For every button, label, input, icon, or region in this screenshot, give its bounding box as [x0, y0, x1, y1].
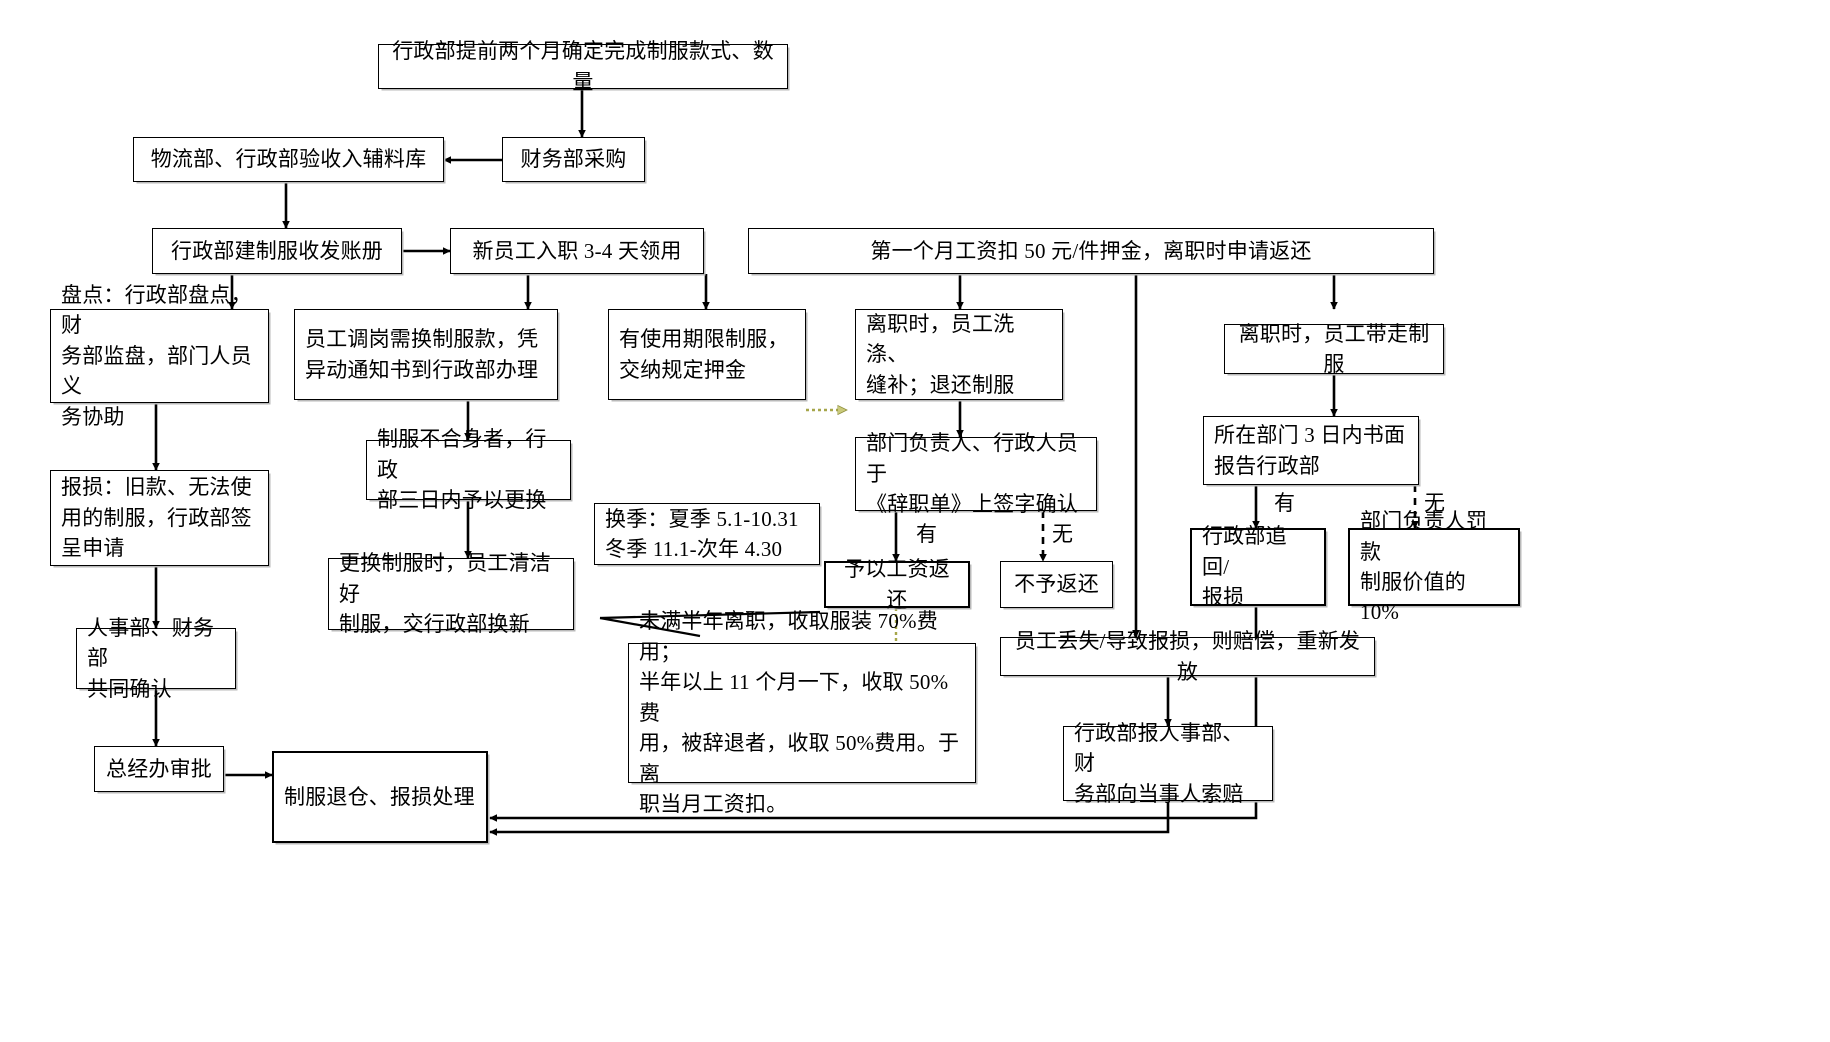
- node-n11[interactable]: 离职时，员工带走制服: [1224, 322, 1444, 376]
- node-n2[interactable]: 财务部采购: [502, 137, 645, 182]
- node-n12[interactable]: 报损：旧款、无法使 用的制服，行政部签 呈申请: [50, 470, 269, 566]
- node-n24[interactable]: 员工丢失/导致报损，则赔偿，重新发放: [1000, 629, 1375, 684]
- node-n18[interactable]: 不予返还: [1000, 561, 1113, 608]
- node-n17-label: 予以工资返还: [844, 557, 950, 612]
- node-n27[interactable]: 行政部报人事部、财 务部向当事人索赔: [1063, 721, 1273, 806]
- node-n21-label: 更换制服时，员工清洁好 制服，交行政部换新: [339, 551, 551, 637]
- node-n21[interactable]: 更换制服时，员工清洁好 制服，交行政部换新: [328, 551, 574, 636]
- node-n8[interactable]: 员工调岗需换制服款，凭 异动通知书到行政部办理: [294, 309, 558, 400]
- node-n20[interactable]: 部门负责人罚款 制服价值的 10%: [1348, 509, 1520, 624]
- node-n14-label: 部门负责人、行政人员于 《辞职单》上签字确认: [866, 431, 1078, 517]
- node-n15-label: 所在部门 3 日内书面 报告行政部: [1214, 423, 1406, 478]
- node-n6-label: 第一个月工资扣 50 元/件押金，离职时申请返还: [870, 238, 1312, 263]
- node-n19-label: 行政部追回/ 报损: [1202, 524, 1287, 610]
- node-n16-label: 换季：夏季 5.1-10.31 冬季 11.1-次年 4.30: [605, 506, 799, 561]
- node-n15[interactable]: 所在部门 3 日内书面 报告行政部: [1203, 416, 1419, 485]
- node-n7[interactable]: 盘点：行政部盘点，财 务部监盘，部门人员义 务协助: [50, 283, 269, 429]
- node-n23-label: 未满半年离职，收取服装 70%费用； 半年以上 11 个月一下，收取 50%费 …: [639, 609, 960, 817]
- edge-label-wu-1: 无: [1052, 522, 1073, 546]
- node-n9[interactable]: 有使用期限制服， 交纳规定押金: [608, 309, 806, 400]
- node-n7-label: 盘点：行政部盘点，财 务部监盘，部门人员义 务协助: [61, 282, 252, 429]
- node-n27-label: 行政部报人事部、财 务部向当事人索赔: [1074, 720, 1244, 806]
- edge-label-wu-2: 无: [1424, 491, 1445, 515]
- node-n2-label: 财务部采购: [520, 147, 627, 172]
- node-n5[interactable]: 新员工入职 3-4 天领用: [450, 228, 704, 274]
- node-n16-season-note[interactable]: 换季：夏季 5.1-10.31 冬季 11.1-次年 4.30: [594, 503, 820, 565]
- node-n4-label: 行政部建制服收发账册: [171, 238, 383, 263]
- node-n25[interactable]: 总经办审批: [94, 746, 224, 792]
- node-n3[interactable]: 物流部、行政部验收入辅料库: [133, 137, 444, 182]
- node-n17[interactable]: 予以工资返还: [824, 557, 970, 612]
- node-n5-label: 新员工入职 3-4 天领用: [472, 238, 682, 263]
- edge-label-you-1: 有: [916, 522, 937, 546]
- node-n10-label: 离职时，员工洗涤、 缝补；退还制服: [866, 311, 1015, 397]
- node-n24-label: 员工丢失/导致报损，则赔偿，重新发放: [1014, 629, 1361, 684]
- node-n23-leave-fee-note[interactable]: 未满半年离职，收取服装 70%费用； 半年以上 11 个月一下，收取 50%费 …: [628, 609, 976, 816]
- node-n8-label: 员工调岗需换制服款，凭 异动通知书到行政部办理: [305, 327, 539, 382]
- node-n3-label: 物流部、行政部验收入辅料库: [150, 147, 427, 172]
- node-n25-label: 总经办审批: [106, 756, 212, 781]
- node-n11-label: 离职时，员工带走制服: [1238, 321, 1430, 376]
- node-n19[interactable]: 行政部追回/ 报损: [1190, 524, 1326, 609]
- node-n20-label: 部门负责人罚款 制服价值的 10%: [1360, 509, 1488, 625]
- node-n14[interactable]: 部门负责人、行政人员于 《辞职单》上签字确认: [855, 431, 1097, 516]
- node-n13[interactable]: 制服不合身者，行政 部三日内予以更换: [366, 427, 571, 512]
- node-n26-label: 制服退仓、报损处理: [284, 784, 475, 809]
- node-n18-label: 不予返还: [1014, 572, 1099, 597]
- node-n22-label: 人事部、财务部 共同确认: [87, 615, 215, 701]
- node-n1[interactable]: 行政部提前两个月确定完成制服款式、数量: [378, 39, 788, 94]
- node-n1-label: 行政部提前两个月确定完成制服款式、数量: [392, 39, 774, 94]
- node-n9-label: 有使用期限制服， 交纳规定押金: [619, 327, 789, 382]
- node-n10[interactable]: 离职时，员工洗涤、 缝补；退还制服: [855, 309, 1063, 400]
- node-n13-label: 制服不合身者，行政 部三日内予以更换: [377, 427, 547, 513]
- node-n26[interactable]: 制服退仓、报损处理: [272, 751, 488, 843]
- node-n4[interactable]: 行政部建制服收发账册: [152, 228, 402, 274]
- node-n12-label: 报损：旧款、无法使 用的制服，行政部签 呈申请: [61, 475, 252, 561]
- edge-label-you-2: 有: [1274, 491, 1295, 515]
- node-n22[interactable]: 人事部、财务部 共同确认: [76, 616, 236, 701]
- node-n6[interactable]: 第一个月工资扣 50 元/件押金，离职时申请返还: [748, 228, 1434, 274]
